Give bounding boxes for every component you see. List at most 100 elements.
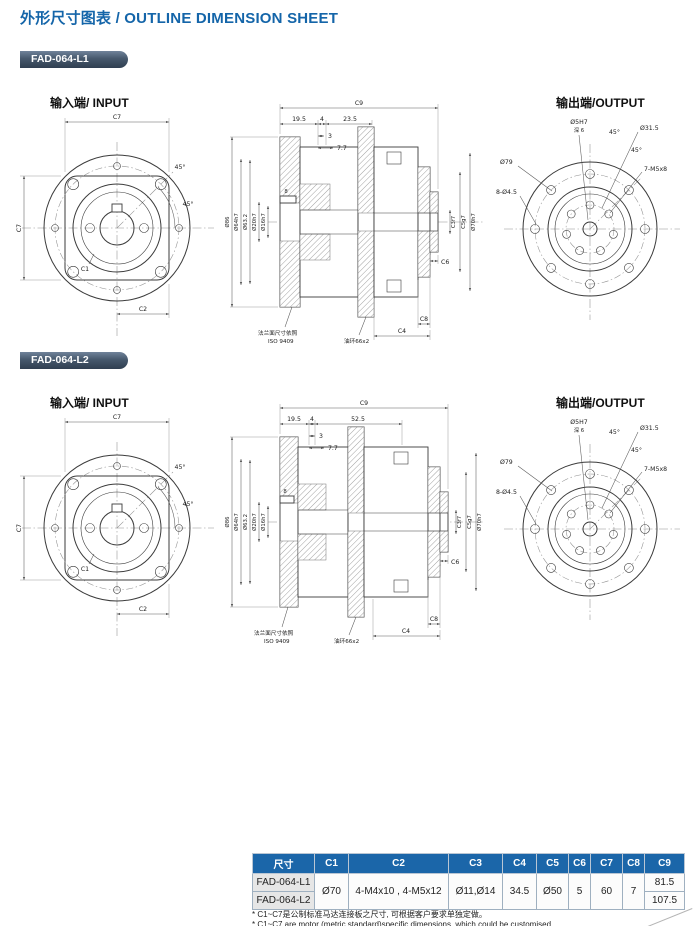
cell-c7: 60	[590, 873, 623, 910]
centerlines	[504, 444, 680, 620]
dim-c7-left: C7	[16, 224, 23, 232]
dim-23-5: 23.5	[343, 116, 357, 123]
output-end-drawing: Ø5H7 深 6 Ø31.5 7-M5x8 Ø79 8-Ø4.5 45° 45°	[496, 418, 680, 620]
dim-angle: 45°	[175, 463, 186, 471]
centerlines	[22, 142, 214, 336]
output-end-title: 输出端/OUTPUT	[556, 96, 645, 110]
dim-d20: Ø20h7	[251, 213, 258, 231]
dim-d64: Ø64h7	[233, 213, 240, 231]
dim-d79: Ø79	[500, 458, 513, 466]
dim-c4: C4	[402, 628, 410, 635]
col-header-size: 尺寸	[252, 853, 315, 874]
dim-angle: 45°	[183, 200, 194, 208]
bolt-holes	[51, 162, 183, 294]
centerlines	[22, 442, 214, 636]
dim-c5: C5g7	[461, 215, 467, 229]
dim-c7-top: C7	[113, 414, 121, 421]
note-flange-iso: 法兰面尺寸依照	[258, 329, 298, 337]
dim-d79: Ø79	[500, 158, 513, 166]
dim-d64: Ø64h7	[233, 513, 240, 531]
centerlines	[504, 144, 680, 320]
dimension-table: 尺寸 C1 C2 C3 C4 C5 C6 C7 C8 C9 FAD-064-L1…	[252, 853, 685, 910]
dim-7-m5x8: 7-M5x8	[644, 166, 667, 173]
col-header-c3: C3	[448, 853, 503, 874]
col-header-c2: C2	[348, 853, 449, 874]
section-view-drawing: C9 19.5 4 52.5 3 7.7 Ø86 Ø64h7	[224, 400, 484, 645]
cell-c5: Ø50	[536, 873, 569, 910]
dim-4: 4	[320, 116, 324, 123]
dim-3: 3	[319, 433, 323, 440]
input-end-drawing: C7 C7 C2 C1 45° 45°	[16, 414, 214, 636]
dim-4: 4	[310, 416, 314, 423]
dim-c1: C1	[81, 266, 89, 273]
dim-c6: C6	[441, 259, 449, 266]
dim-19-5: 19.5	[292, 116, 306, 123]
col-header-c8: C8	[622, 853, 645, 874]
section-fad-064-l1: 输入端/ INPUT 输出端/OUTPUT	[0, 84, 700, 356]
dim-d16: Ø16h7	[260, 513, 267, 531]
input-end-title: 输入端/ INPUT	[50, 396, 129, 410]
dim-d63-2: Ø63.2	[242, 514, 249, 530]
dim-angle: 45°	[609, 428, 620, 436]
dim-d16: Ø16h7	[260, 213, 267, 231]
dim-angle: 45°	[631, 146, 642, 154]
labels: Ø5H7 深 6 Ø31.5 7-M5x8 Ø79 8-Ø4.5 45° 45°	[496, 418, 667, 525]
model-badge-l1: FAD-064-L1	[20, 51, 128, 68]
section-view-drawing: C9 19.5 4 23.5 3 7.7 Ø86 Ø64h7	[224, 100, 484, 345]
housing-profile	[279, 426, 449, 618]
table-header-row: 尺寸 C1 C2 C3 C4 C5 C6 C7 C8 C9	[252, 853, 685, 874]
page-title-text: 外形尺寸图表 / OUTLINE DIMENSION SHEET	[20, 10, 339, 27]
dim-52-5: 52.5	[351, 416, 365, 423]
dim-angle: 45°	[609, 128, 620, 136]
keyway	[111, 503, 123, 513]
dim-c9: C9	[355, 100, 363, 107]
m5-holes	[562, 200, 618, 255]
cell-c4: 34.5	[502, 873, 537, 910]
dim-8-d4-5: 8-Ø4.5	[496, 188, 517, 196]
footnote-zh: * C1~C7是公制标准马达连接板之尺寸, 可根据客户要求单独定做。	[252, 910, 487, 919]
dim-angle: 45°	[183, 500, 194, 508]
dim-c4: C4	[398, 328, 406, 335]
dimensions: C7 C7 C2 C1 45° 45°	[16, 114, 193, 318]
dim-d70: Ø70h7	[470, 213, 477, 231]
cell-c9: 81.5	[644, 873, 685, 892]
dim-c1: C1	[81, 566, 89, 573]
note-oil-ring: 油环66x2	[344, 337, 369, 345]
dim-center-bore: Ø5H7	[570, 418, 587, 426]
dim-depth: 深 6	[574, 126, 585, 134]
cell-model: FAD-064-L1	[252, 873, 315, 892]
input-end-drawing: C7 C7 C2 C1 45° 45°	[16, 114, 214, 336]
dim-d86: Ø86	[224, 216, 231, 228]
outer-bolt-holes	[530, 169, 650, 289]
keyway	[111, 203, 123, 213]
dim-c3: C3f7	[451, 216, 457, 228]
dim-d31-5: Ø31.5	[640, 124, 659, 132]
col-header-c4: C4	[502, 853, 537, 874]
dim-angle: 45°	[631, 446, 642, 454]
corner-decoration	[647, 908, 693, 926]
output-end-drawing: Ø5H7 深 6 Ø31.5 7-M5x8 Ø79 8-Ø4.5 45° 45°	[496, 118, 680, 320]
model-badge-l2: FAD-064-L2	[20, 352, 128, 369]
col-header-c7: C7	[590, 853, 623, 874]
col-header-c5: C5	[536, 853, 569, 874]
dim-c8: C8	[420, 316, 428, 323]
dim-19-5: 19.5	[287, 416, 301, 423]
dim-d70: Ø70h7	[476, 513, 483, 531]
input-end-title: 输入端/ INPUT	[50, 96, 129, 110]
dim-c2: C2	[139, 606, 147, 613]
cell-c1: Ø70	[314, 873, 349, 910]
footnotes: * C1~C7是公制标准马达连接板之尺寸, 可根据客户要求单独定做。 * C1~…	[252, 910, 555, 926]
dim-3: 3	[328, 133, 332, 140]
col-header-c1: C1	[314, 853, 349, 874]
housing-profile	[279, 126, 439, 318]
cell-c9: 107.5	[644, 891, 685, 910]
dim-d63-2: Ø63.2	[242, 214, 249, 230]
dimensions: C7 C7 C2 C1 45° 45°	[16, 414, 193, 618]
outer-bolt-holes	[530, 469, 650, 589]
cell-c6: 5	[568, 873, 591, 910]
keyway	[279, 495, 295, 504]
dim-c5: C5g7	[467, 515, 473, 529]
dim-c8: C8	[430, 616, 438, 623]
dim-7-7: 7.7	[328, 445, 338, 452]
